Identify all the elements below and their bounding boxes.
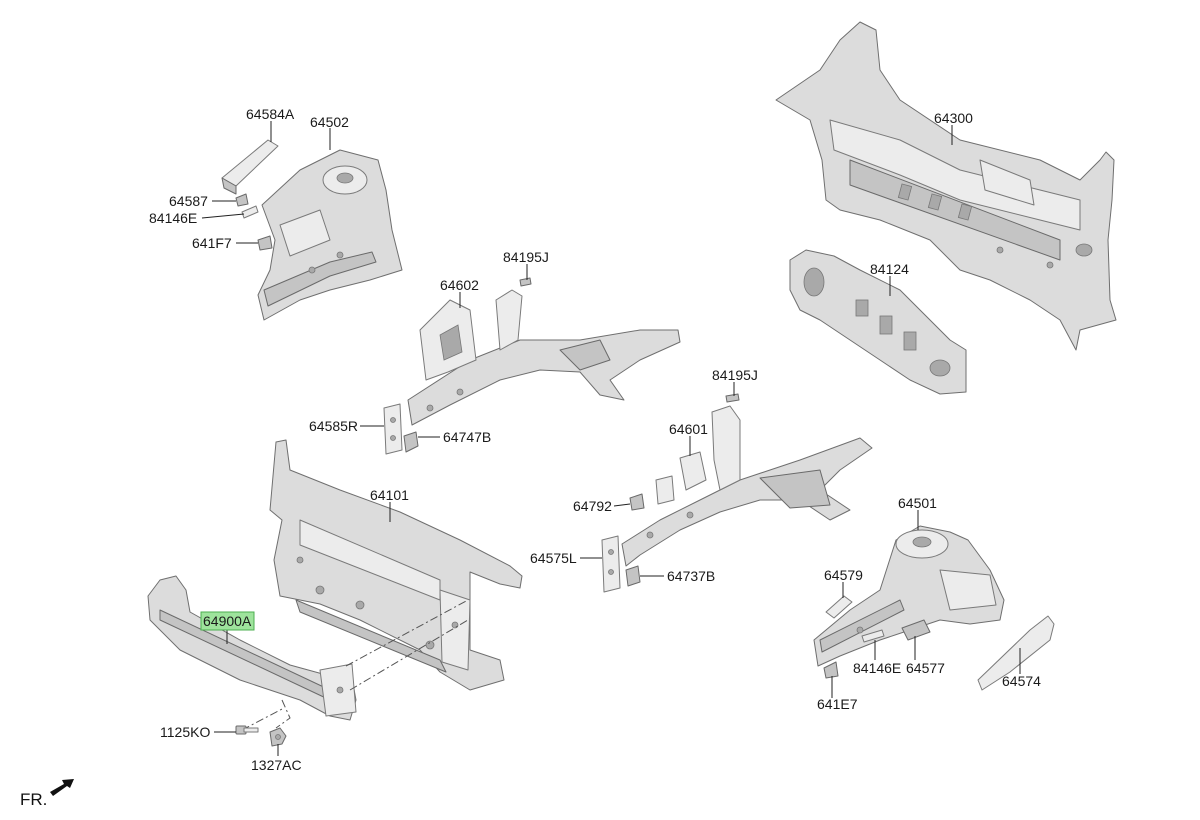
part-64587-shape[interactable] bbox=[235, 193, 249, 207]
label-84146e-bot[interactable]: 84146E bbox=[853, 660, 901, 676]
label-64577[interactable]: 64577 bbox=[906, 660, 945, 676]
label-64574[interactable]: 64574 bbox=[1002, 673, 1041, 689]
label-641e7[interactable]: 641E7 bbox=[817, 696, 858, 712]
part-64900a-shape[interactable] bbox=[147, 575, 357, 721]
part-64601-shape[interactable] bbox=[621, 405, 873, 567]
part-64502-shape[interactable] bbox=[257, 149, 403, 321]
part-64584a-shape[interactable] bbox=[221, 139, 279, 195]
label-64737b[interactable]: 64737B bbox=[667, 568, 715, 584]
label-64502[interactable]: 64502 bbox=[310, 114, 349, 130]
part-84195j-mid-shape[interactable] bbox=[725, 393, 740, 403]
part-64501-shape[interactable] bbox=[813, 525, 1005, 667]
label-64900a[interactable]: 64900A bbox=[203, 613, 252, 629]
label-84195j-mid[interactable]: 84195J bbox=[712, 367, 758, 383]
front-arrow-icon bbox=[50, 779, 74, 796]
label-64587[interactable]: 64587 bbox=[169, 193, 208, 209]
label-64101[interactable]: 64101 bbox=[370, 487, 409, 503]
part-84146e-top-shape[interactable] bbox=[241, 205, 259, 219]
label-64585r[interactable]: 64585R bbox=[309, 418, 358, 434]
label-64501[interactable]: 64501 bbox=[898, 495, 937, 511]
part-64575l-shape[interactable] bbox=[601, 535, 621, 593]
label-64584a[interactable]: 64584A bbox=[246, 106, 295, 122]
label-64579[interactable]: 64579 bbox=[824, 567, 863, 583]
label-64575l[interactable]: 64575L bbox=[530, 550, 577, 566]
label-84195j-top[interactable]: 84195J bbox=[503, 249, 549, 265]
part-1125ko-shape[interactable] bbox=[235, 725, 259, 735]
part-64579-shape[interactable] bbox=[825, 595, 853, 619]
part-84124-shape[interactable] bbox=[789, 249, 967, 395]
label-1125ko[interactable]: 1125KO bbox=[160, 724, 210, 740]
part-641e7-shape[interactable] bbox=[823, 661, 839, 679]
part-64792-shape[interactable] bbox=[629, 493, 645, 511]
leader-lines bbox=[201, 121, 1021, 756]
part-64737b-shape[interactable] bbox=[625, 565, 641, 587]
part-641f7-shape[interactable] bbox=[257, 235, 273, 251]
part-64602-shape[interactable] bbox=[407, 289, 681, 426]
part-84146e-bot-shape[interactable] bbox=[861, 629, 885, 643]
label-64900a-highlight bbox=[200, 611, 255, 631]
label-1327ac[interactable]: 1327AC bbox=[251, 757, 302, 773]
label-84124[interactable]: 84124 bbox=[870, 261, 909, 277]
part-1327ac-shape[interactable] bbox=[269, 727, 287, 747]
label-64792[interactable]: 64792 bbox=[573, 498, 612, 514]
label-64602[interactable]: 64602 bbox=[440, 277, 479, 293]
part-84195j-top-shape[interactable] bbox=[519, 277, 532, 287]
front-direction-indicator: FR. bbox=[20, 779, 74, 809]
label-641f7[interactable]: 641F7 bbox=[192, 235, 232, 251]
label-84146e-top[interactable]: 84146E bbox=[149, 210, 197, 226]
label-64747b[interactable]: 64747B bbox=[443, 429, 491, 445]
label-64300[interactable]: 64300 bbox=[934, 110, 973, 126]
part-64577-shape[interactable] bbox=[901, 619, 931, 641]
label-64601[interactable]: 64601 bbox=[669, 421, 708, 437]
part-64300-shape[interactable] bbox=[775, 21, 1117, 351]
part-64101-shape[interactable] bbox=[269, 439, 523, 691]
part-64585r-shape[interactable] bbox=[383, 403, 403, 455]
part-64747b-shape[interactable] bbox=[403, 431, 419, 453]
part-labels: 64584A 64502 64587 84146E 641F7 84195J 6… bbox=[149, 106, 1041, 773]
fr-label: FR. bbox=[20, 790, 47, 809]
alignment-lines bbox=[241, 599, 469, 731]
part-64574-shape[interactable] bbox=[977, 615, 1055, 691]
